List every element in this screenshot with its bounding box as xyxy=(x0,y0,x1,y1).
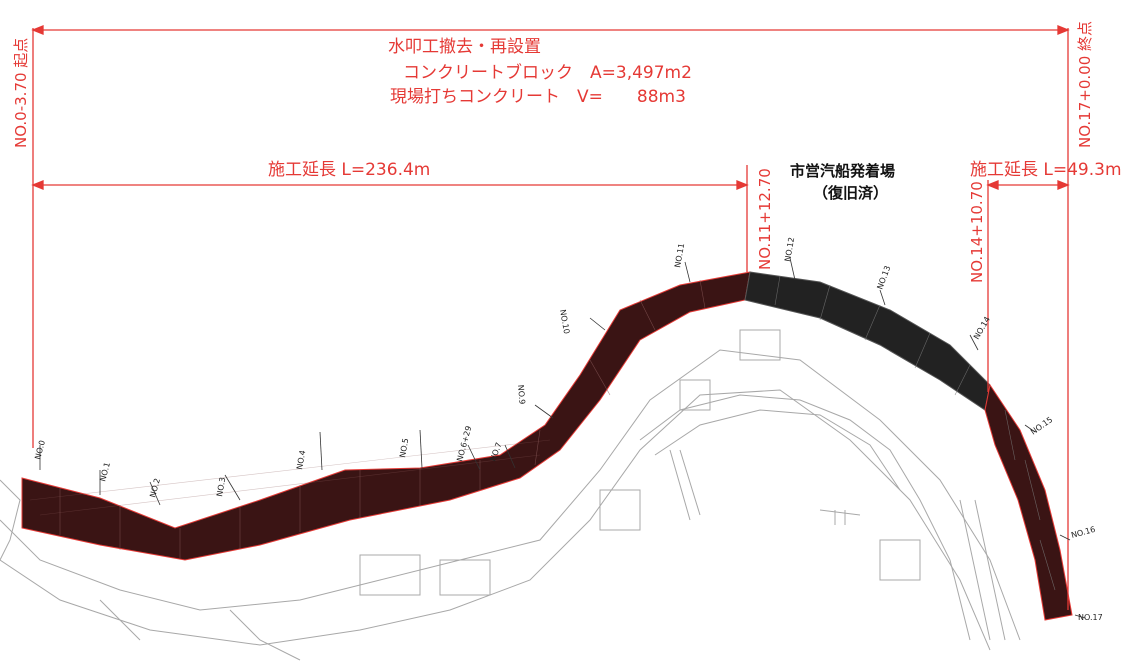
station-label-6: NO.6+29 xyxy=(455,425,473,463)
mid2-station-label: NO.14+10.70 xyxy=(968,181,986,283)
station-label-1: NO.1 xyxy=(98,461,112,482)
station-ticks xyxy=(39,257,1086,619)
work-title: 水叩工撤去・再設置 xyxy=(388,37,541,57)
station-labels: NO.0 NO.1 NO.2 NO.3 NO.4 NO.5 NO.6+29 NO… xyxy=(33,236,1102,622)
station-label-12: NO.12 xyxy=(783,236,796,262)
pier-name: 市営汽船発着場 xyxy=(790,162,895,180)
block-band xyxy=(21,271,1073,621)
work-line-blocks: コンクリートブロック A=3,497m2 xyxy=(403,62,692,83)
work-summary: 水叩工撤去・再設置 コンクリートブロック A=3,497m2 現場打ちコンクリー… xyxy=(388,37,692,107)
station-label-4: NO.4 xyxy=(295,449,307,470)
station-label-15: NO.15 xyxy=(1029,415,1054,437)
station-label-14: NO.14 xyxy=(972,315,992,341)
block-band-restored-section xyxy=(744,271,991,411)
station-label-5: NO.5 xyxy=(398,437,410,458)
station-label-2: NO.2 xyxy=(148,477,162,498)
station-label-11: NO.11 xyxy=(673,242,686,268)
length1-label: 施工延長 L=236.4m xyxy=(268,160,430,180)
work-line-concrete: 現場打ちコンクリート V= 88m3 xyxy=(390,87,686,107)
end-station-label: NO.17+0.00 終点 xyxy=(1076,21,1094,148)
start-station-label: NO.0-3.70 起点 xyxy=(12,38,30,148)
background-linework xyxy=(0,329,1021,661)
block-band-work-section-2 xyxy=(984,383,1073,621)
dimension-lines xyxy=(31,25,1070,610)
station-label-17: NO.17 xyxy=(1078,613,1103,622)
station-label-16: NO.16 xyxy=(1070,525,1096,540)
length2-label: 施工延長 L=49.3m xyxy=(970,160,1122,180)
block-band-work-section-1 xyxy=(21,271,751,561)
station-label-10: NO.10 xyxy=(558,309,571,335)
station-label-13: NO.13 xyxy=(875,264,892,290)
station-label-3: NO.3 xyxy=(215,476,227,497)
mid-station-label: NO.11+12.70 xyxy=(756,168,774,270)
station-label-9: NO.9 xyxy=(516,384,527,404)
pier-status: （復旧済） xyxy=(813,184,888,202)
station-label-0: NO.0 xyxy=(33,439,47,460)
